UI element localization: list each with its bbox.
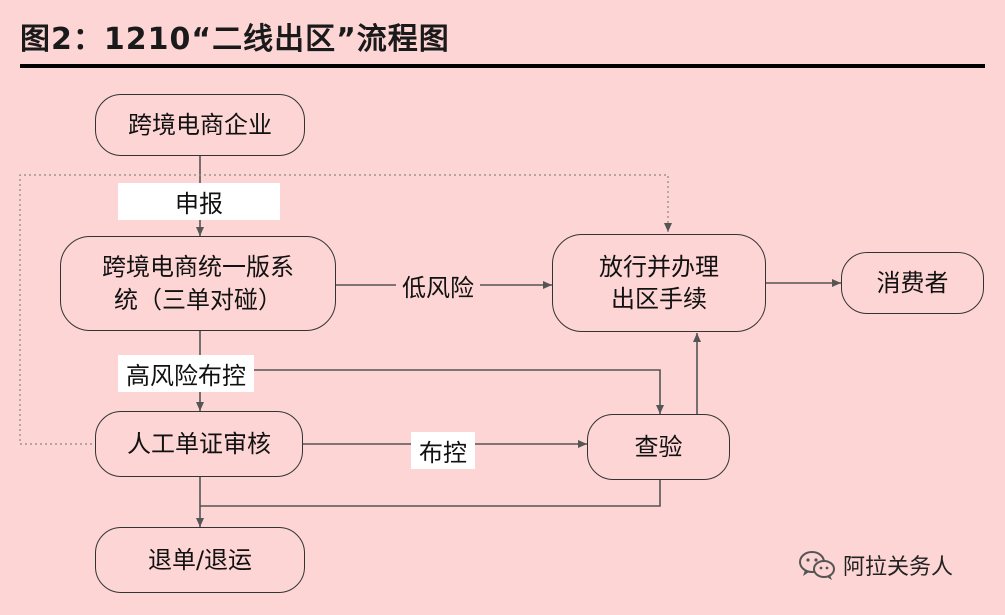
node-inspection-label: 查验 <box>634 432 683 461</box>
node-system-line1: 跨境电商统一版系 <box>102 253 294 282</box>
node-consumer: 消费者 <box>841 252 984 314</box>
node-enterprise-label: 跨境电商企业 <box>128 110 272 139</box>
label-low-risk: 低风险 <box>396 268 480 303</box>
node-release-line1: 放行并办理 <box>599 252 719 281</box>
title-divider <box>20 64 985 68</box>
node-release: 放行并办理 出区手续 <box>552 234 766 332</box>
node-enterprise: 跨境电商企业 <box>95 94 305 156</box>
node-system: 跨境电商统一版系 统（三单对碰） <box>60 236 336 331</box>
label-declare: 申报 <box>118 183 280 220</box>
node-inspection: 查验 <box>587 414 730 480</box>
node-release-line2: 出区手续 <box>611 285 707 313</box>
watermark: 阿拉关务人 <box>797 549 953 581</box>
edge-manual-feedback-dotted <box>19 174 672 445</box>
node-consumer-label: 消费者 <box>876 268 949 297</box>
watermark-text: 阿拉关务人 <box>843 555 954 580</box>
page-title: 图2：1210“二线出区”流程图 <box>20 22 450 57</box>
node-return-label: 退单/退运 <box>147 545 253 574</box>
node-system-line2: 统（三单对碰） <box>114 285 282 314</box>
label-high-risk: 高风险布控 <box>118 355 254 392</box>
wechat-icon <box>799 551 835 580</box>
node-manual-review: 人工单证审核 <box>95 411 303 477</box>
edge-inspection-to-return <box>200 480 661 507</box>
node-manual-label: 人工单证审核 <box>127 429 271 458</box>
edge-highrisk-to-inspection <box>200 369 664 414</box>
label-control: 布控 <box>411 432 475 469</box>
node-return: 退单/退运 <box>95 527 305 593</box>
